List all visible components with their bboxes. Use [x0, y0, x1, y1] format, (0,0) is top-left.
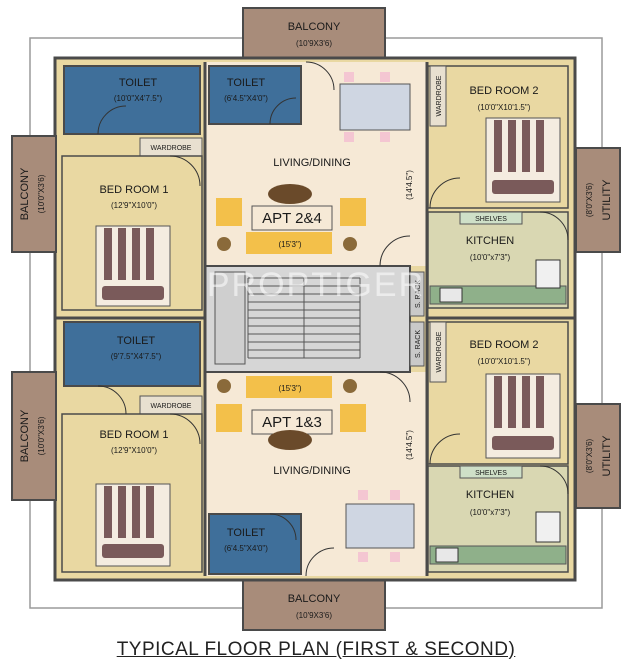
apt-label-top-box: [251, 205, 333, 231]
wardrobe-bottom-right: [429, 321, 447, 383]
shelves-bottom: [459, 465, 523, 479]
sofa-icon: [216, 404, 242, 432]
stove-icon: [535, 511, 561, 543]
s-rack-top: [409, 271, 425, 317]
toilet-top-center-dim: (6'4.5"X4'0"): [224, 94, 268, 103]
side-table-icon: [217, 237, 231, 251]
balcony-left-bottom-name: BALCONY: [19, 409, 31, 462]
utility-top: [575, 147, 621, 253]
bedroom2-top-dim: (10'0"X10'1.5"): [478, 103, 531, 112]
wardrobe-bottom-left-label: WARDROBE: [151, 403, 192, 410]
bed-icon: [485, 117, 561, 203]
balcony-left-top-name: BALCONY: [19, 167, 31, 220]
bedroom1-top-name: BED ROOM 1: [99, 184, 168, 196]
coffee-table-icon: [268, 184, 312, 204]
living-top-name: LIVING/DINING: [273, 157, 351, 169]
stair-landing: [214, 271, 246, 365]
balcony-left-top-dim: (10'0"X3'6): [37, 174, 46, 213]
balcony-top-name: BALCONY: [288, 21, 341, 33]
toilet-top-left-name: TOILET: [119, 77, 158, 89]
bed-icon: [95, 225, 171, 307]
side-table-icon: [343, 237, 357, 251]
watermark: PROPTIGER: [207, 266, 425, 304]
wardrobe-top-left-label: WARDROBE: [151, 145, 192, 152]
sink-icon: [435, 547, 459, 563]
s-rack-bottom-label: S. RACK: [415, 330, 422, 358]
balcony-top: [242, 7, 386, 59]
counter-top: [429, 285, 567, 305]
shelves-top-label: SHELVES: [475, 216, 507, 223]
side-table-icon: [343, 379, 357, 393]
sofa-icon: [246, 376, 332, 398]
wardrobe-top-right-label: WARDROBE: [436, 75, 443, 116]
s-rack-top-label: S. RACK: [415, 280, 422, 308]
dining-table-bottom: [345, 490, 415, 562]
interior-walls: [55, 62, 575, 576]
shelves-bottom-label: SHELVES: [475, 470, 507, 477]
bedroom1-bottom-name: BED ROOM 1: [99, 429, 168, 441]
shelves-top: [459, 211, 523, 225]
sofa-icon: [340, 198, 366, 226]
door-swings: [97, 61, 569, 577]
balcony-left-bottom: [11, 371, 57, 501]
kitchen-bottom-dim: (10'0"x7'3"): [470, 508, 511, 517]
balcony-bottom-dim: (10'9X3'6): [296, 611, 332, 620]
wardrobe-top-right: [429, 65, 447, 127]
apt-label-bottom: APT 1&3: [262, 414, 322, 431]
kitchen-top-dim: (10'0"x7'3"): [470, 253, 511, 262]
living-bottom-name: LIVING/DINING: [273, 465, 351, 477]
living-top-dim-h: (15'3"): [278, 240, 301, 249]
balcony-bottom: [242, 579, 386, 631]
plan-caption: TYPICAL FLOOR PLAN (FIRST & SECOND): [116, 639, 516, 660]
bedroom1-bottom-dim: (12'9"X10'0"): [111, 446, 157, 455]
bedroom2-bottom-dim: (10'0"X10'1.5"): [478, 357, 531, 366]
balcony-left-bottom-dim: (10'0"X3'6): [37, 416, 46, 455]
stove-icon: [535, 259, 561, 289]
living-top-dim-v: (14'4.5"): [405, 170, 414, 200]
wardrobe-bottom-right-label: WARDROBE: [436, 331, 443, 372]
toilet-bottom-center-name: TOILET: [227, 527, 266, 539]
toilet-middle-left: [63, 321, 201, 387]
bedroom2-bottom-name: BED ROOM 2: [469, 339, 538, 351]
stair-treads: [247, 277, 361, 359]
apt-label-top: APT 2&4: [262, 210, 322, 227]
bedroom2-top-name: BED ROOM 2: [469, 85, 538, 97]
toilet-top-center: [208, 65, 302, 125]
kitchen-top-name: KITCHEN: [466, 235, 514, 247]
balcony-left-top: [11, 135, 57, 253]
dining-table-top: [339, 72, 411, 142]
utility-bottom-dim: (8'0"X3'6): [585, 438, 594, 473]
utility-bottom: [575, 403, 621, 509]
s-rack-bottom: [409, 321, 425, 367]
toilet-top-center-name: TOILET: [227, 77, 266, 89]
bed-icon: [485, 373, 561, 459]
utility-bottom-name: UTILITY: [601, 435, 613, 477]
sink-icon: [439, 287, 463, 303]
bedroom1-top-dim: (12'9"X10'0"): [111, 201, 157, 210]
sofa-icon: [216, 198, 242, 226]
utility-top-name: UTILITY: [601, 179, 613, 221]
balcony-bottom-name: BALCONY: [288, 593, 341, 605]
coffee-table-icon: [268, 430, 312, 450]
kitchen-bottom-name: KITCHEN: [466, 489, 514, 501]
toilet-bottom-center-dim: (6'4.5"X4'0"): [224, 544, 268, 553]
living-bottom-dim-v: (14'4.5"): [405, 430, 414, 460]
toilet-middle-left-name: TOILET: [117, 335, 156, 347]
utility-top-dim: (8'0"X3'6): [585, 182, 594, 217]
apt-label-bottom-box: [251, 409, 333, 435]
sofa-icon: [340, 404, 366, 432]
counter-bottom: [429, 545, 567, 565]
toilet-top-left: [63, 65, 201, 135]
toilet-top-left-dim: (10'0"X4'7.5"): [114, 94, 163, 103]
side-table-icon: [217, 379, 231, 393]
sofa-icon: [246, 232, 332, 254]
toilet-middle-left-dim: (9'7.5"X4'7.5"): [111, 352, 162, 361]
living-bottom-dim-h: (15'3"): [278, 384, 301, 393]
bed-icon: [95, 483, 171, 567]
balcony-top-dim: (10'9X3'6): [296, 39, 332, 48]
toilet-bottom-center: [208, 513, 302, 575]
